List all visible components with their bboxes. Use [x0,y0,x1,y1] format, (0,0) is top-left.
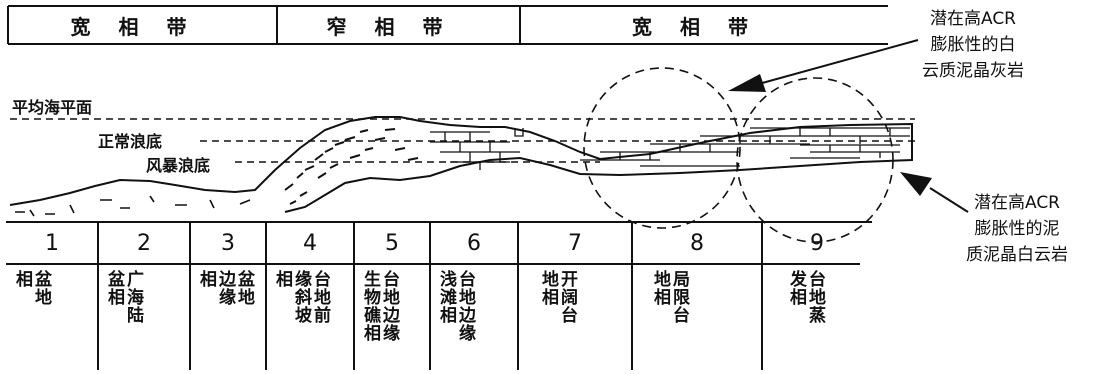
belt-frame [7,5,888,45]
lower-callout-line: 潜在高ACR [973,193,1060,213]
platform-texture [580,127,910,167]
zone-number: 6 [467,230,481,256]
upper-callout: 潜在高ACR 膨胀性的白 云质泥晶灰岩 [922,6,1024,84]
lower-callout: 潜在高ACR 膨胀性的泥 质泥晶白云岩 [966,190,1068,268]
zone-number: 5 [385,230,399,256]
zone-number: 7 [568,230,582,256]
facies-label: 台地边缘浅滩相 [436,270,475,342]
upper-callout-line: 膨胀性的白 [930,35,1016,55]
open-platform-circle [583,67,741,229]
zone-number: 3 [221,230,235,256]
upper-callout-arrow [728,39,919,92]
facies-label: 局限台地相 [650,270,689,324]
upper-callout-line: 云质泥晶灰岩 [922,61,1024,81]
belt-narrow: 窄相带 [326,14,471,39]
facies-label: 盆地边缘相 [196,270,254,306]
belt-wide-left: 宽相带 [70,14,215,39]
basin-texture [15,195,251,217]
shoal-texture [430,128,524,170]
facies-label: 台地边缘生物礁相 [360,270,399,342]
zone-number: 8 [690,230,704,256]
zone-number: 4 [303,230,317,256]
upper-callout-line: 潜在高ACR [929,9,1016,29]
storm-wave-base-label: 风暴浪底 [146,156,211,175]
facies-label: 台地蒸发相 [786,270,825,324]
reef-texture [284,128,419,205]
lower-callout-arrow [900,172,969,213]
normal-wave-base-label: 正常浪底 [98,132,163,151]
facies-label: 台地前缘斜坡相 [272,270,330,324]
facies-label: 盆地相 [12,270,51,306]
lower-callout-line: 质泥晶白云岩 [966,245,1068,265]
belt-wide-right: 宽相带 [632,14,776,39]
evaporite-platform-circle [736,77,894,243]
lower-callout-line: 膨胀性的泥 [974,219,1060,239]
zone-number: 2 [137,230,151,256]
facies-label: 广海陆盆相 [104,270,143,324]
sea-level-label: 平均海平面 [12,98,93,117]
zone-number: 1 [45,230,59,256]
seafloor-profile [9,116,913,213]
facies-label: 开阔台地相 [538,270,577,324]
zone-number: 9 [810,230,824,256]
zone-grid [6,221,872,370]
